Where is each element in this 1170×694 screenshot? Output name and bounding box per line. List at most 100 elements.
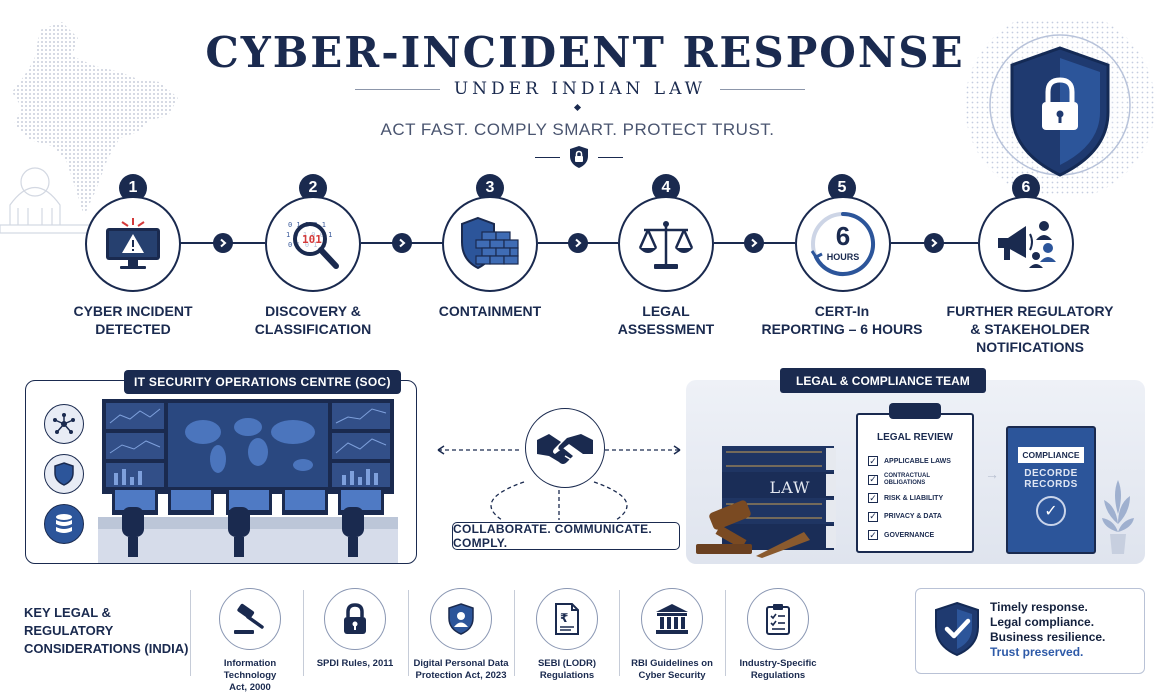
checkbox-checked-icon: ✓: [868, 492, 878, 504]
step-label-line: CERT-In: [814, 303, 870, 319]
consideration-label-line: Industry-Specific: [739, 658, 817, 669]
step-5-circle: 6 HOURS: [795, 196, 891, 292]
step-label-line: DISCOVERY &: [265, 303, 361, 319]
summary-lines: Timely response. Legal compliance. Busin…: [990, 600, 1140, 660]
consideration-label-line: Regulations: [539, 670, 595, 681]
tagline: ACT FAST. COMPLY SMART. PROTECT TRUST.: [380, 120, 775, 139]
divider-line: [720, 88, 806, 90]
svg-text:101: 101: [302, 233, 322, 246]
collaboration-connectors: [437, 445, 681, 521]
svg-text:₹: ₹: [560, 611, 568, 625]
plant-decoration-icon: [1102, 480, 1134, 554]
considerations-title: KEY LEGAL & REGULATORY CONSIDERATIONS (I…: [24, 604, 194, 658]
consideration-label: SPDI Rules, 2011: [305, 658, 405, 670]
review-item: ✓ RISK & LIABILITY: [868, 489, 970, 508]
shield-lock-hero-icon: [965, 20, 1155, 195]
consideration-label-line: Information Technology: [223, 658, 277, 681]
binder-subtitle-line: RECORDS: [1024, 479, 1078, 490]
consideration-icon-circle: [747, 588, 809, 650]
soc-control-room-illustration: [98, 399, 398, 563]
consideration-icon-circle: ₹: [536, 588, 598, 650]
review-item-label: APPLICABLE LAWS: [884, 457, 951, 465]
step-label-line: CONTAINMENT: [438, 303, 542, 319]
timer-value: 6: [835, 221, 851, 251]
arrow-right-icon: →: [985, 466, 999, 482]
divider-line: [535, 156, 560, 158]
summary-line: Timely response.: [990, 600, 1088, 614]
review-item-label: CONTRACTUAL OBLIGATIONS: [884, 472, 930, 486]
timer-icon: 6 HOURS: [808, 209, 878, 279]
step-label-line: & STAKEHOLDER: [970, 321, 1090, 337]
review-item: ✓ APPLICABLE LAWS: [868, 452, 970, 471]
consideration-label-line: RBI Guidelines on: [631, 658, 713, 669]
review-item-label: PRIVACY & DATA: [884, 513, 942, 521]
page-subtitle: UNDER INDIAN LAW: [453, 79, 707, 99]
separator: [514, 590, 515, 676]
consideration-label-line: Digital Personal Data: [413, 658, 509, 669]
divider-line: [355, 88, 440, 90]
clipboard-clip: [889, 403, 941, 419]
handshake-circle: [525, 408, 605, 488]
review-item: ✓ PRIVACY & DATA: [868, 508, 970, 527]
network-nodes-icon: [44, 404, 84, 444]
step-label-line: ASSESSMENT: [617, 321, 715, 337]
step-3-label: CONTAINMENT: [405, 302, 575, 320]
law-book-label: LAW: [769, 478, 811, 497]
summary-line: Business resilience.: [990, 630, 1106, 644]
review-item-label: RISK & LIABILITY: [884, 494, 944, 502]
consideration-icon-circle: [430, 588, 492, 650]
step-3-circle: [442, 196, 538, 292]
step-label-line: CLASSIFICATION: [254, 321, 372, 337]
separator: [190, 590, 191, 676]
step-5-label: CERT-In REPORTING – 6 HOURS: [757, 302, 927, 338]
monitor-warning-icon: [106, 218, 160, 269]
step-label-line: DETECTED: [95, 321, 171, 337]
step-4-circle: [618, 196, 714, 292]
review-item: ✓CONTRACTUAL OBLIGATIONS: [868, 471, 970, 490]
review-item-label: GOVERNANCE: [884, 531, 935, 539]
shield-lock-icon: [570, 146, 588, 168]
consideration-label: SEBI (LODR)Regulations: [517, 658, 617, 682]
step-label-line: NOTIFICATIONS: [976, 339, 1084, 355]
padlock-icon: [344, 603, 366, 634]
consideration-sebi-lodr: ₹ SEBI (LODR)Regulations: [517, 588, 617, 682]
magnifier-icon: 0 1 1 0 1 1 0 1 0 0 1 0 1 0 1 1 101: [286, 221, 339, 269]
checkbox-checked-icon: ✓: [868, 511, 878, 522]
chevron-right-icon: [924, 233, 944, 253]
step-2-circle: 0 1 1 0 1 1 0 1 0 0 1 0 1 0 1 1 101: [265, 196, 361, 292]
separator: [303, 590, 304, 676]
step-label-line: FURTHER REGULATORY: [946, 303, 1114, 319]
chevron-right-icon: [568, 233, 588, 253]
consideration-label-line: Act, 2000: [229, 682, 271, 693]
binder-subtitle-line: DECORDE: [1024, 468, 1078, 479]
shield-icon: [44, 454, 84, 494]
separator: [725, 590, 726, 676]
diamond-ornament: [573, 103, 582, 112]
compliance-binder: [1006, 426, 1096, 554]
firewall-shield-icon: [461, 216, 519, 270]
step-4-label: LEGAL ASSESSMENT: [581, 302, 751, 338]
consideration-label-line: SPDI Rules, 2011: [316, 658, 394, 669]
checkbox-checked-icon: ✓: [868, 529, 878, 541]
check-seal-icon: ✓: [1036, 496, 1066, 526]
consideration-icon-circle: [324, 588, 386, 650]
rupee-document-icon: ₹: [555, 603, 579, 635]
checkbox-checked-icon: ✓: [868, 455, 878, 467]
database-icon: [44, 504, 84, 544]
consideration-label-line: SEBI (LODR): [537, 658, 597, 669]
binder-title: COMPLIANCE: [1018, 447, 1084, 463]
soc-title: IT SECURITY OPERATIONS CENTRE (SOC): [124, 370, 401, 394]
step-1-label: CYBER INCIDENT DETECTED: [48, 302, 218, 338]
collaborate-banner: COLLABORATE. COMMUNICATE. COMPLY.: [452, 522, 680, 550]
consideration-label-line: Protection Act, 2023: [415, 670, 507, 681]
considerations-title-line: CONSIDERATIONS (INDIA): [24, 641, 189, 656]
considerations-title-line: KEY LEGAL & REGULATORY: [24, 605, 114, 638]
step-1-circle: [85, 196, 181, 292]
step-2-label: DISCOVERY & CLASSIFICATION: [228, 302, 398, 338]
